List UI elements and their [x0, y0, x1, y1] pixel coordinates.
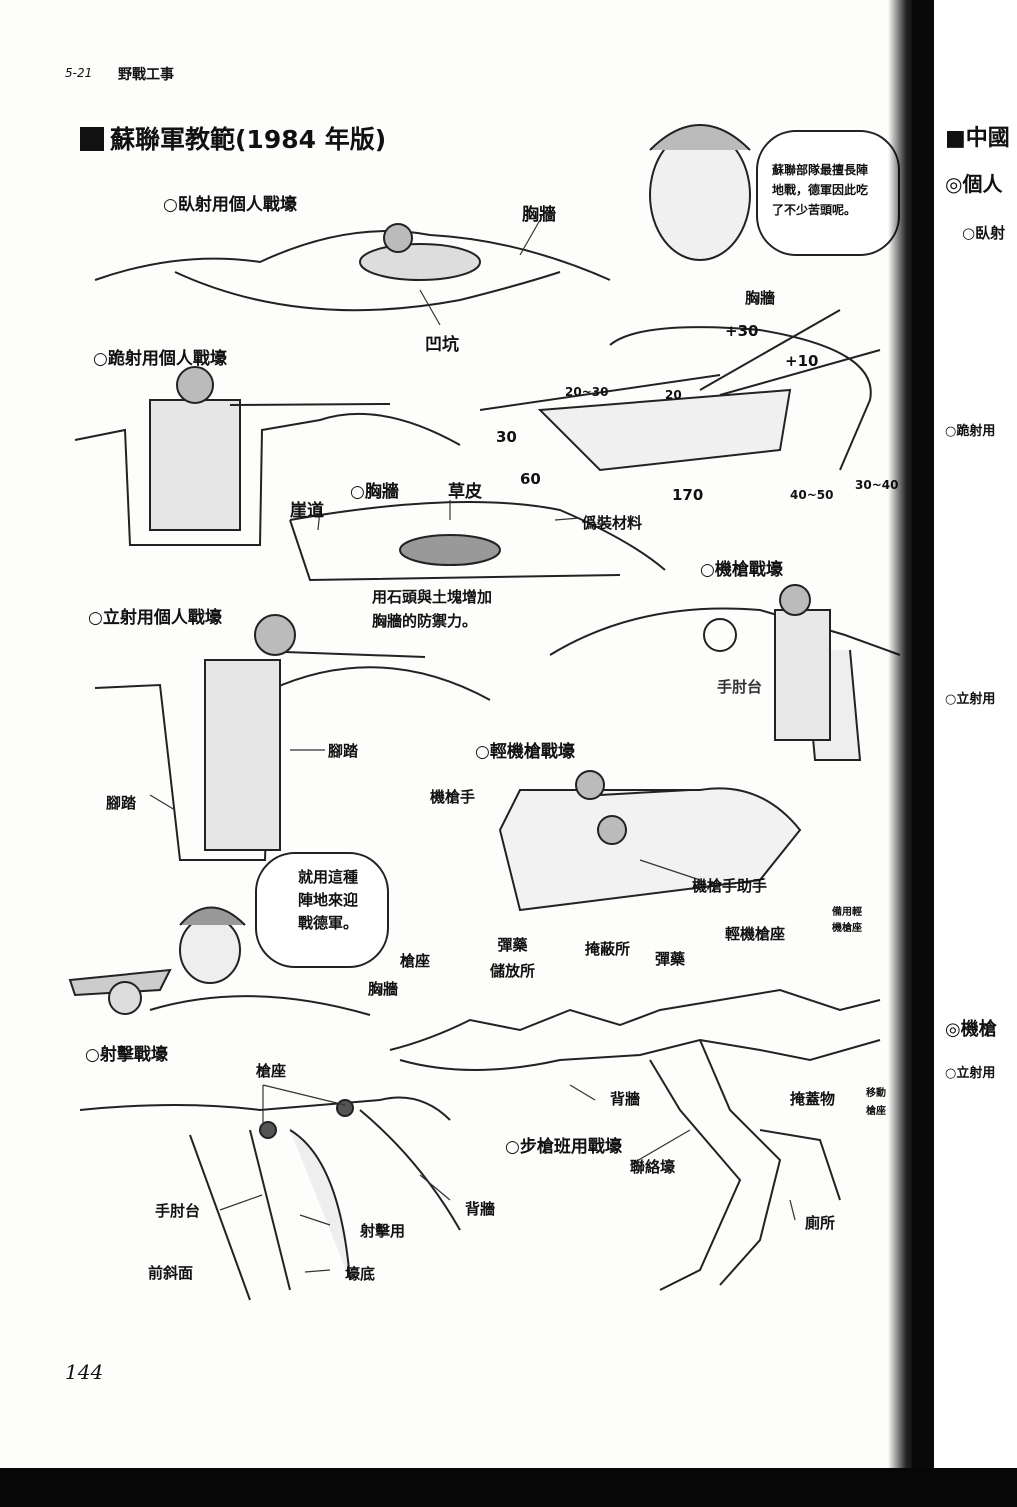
dim-60: 60	[520, 470, 541, 488]
label-spare-lmg: 備用輕 機槍座	[832, 907, 862, 934]
label-comm-trench: 聯絡壕	[630, 1158, 676, 1176]
label-squad-trench: ○步槍班用戰壕	[505, 1137, 622, 1157]
label-mobile-mount: 移動 槍座	[866, 1088, 886, 1117]
latrine-trench	[759, 1129, 841, 1201]
section-number: 5-21	[65, 66, 93, 80]
lmg-trench	[498, 787, 802, 912]
standing-rifle	[284, 651, 426, 658]
label-prone: ○臥射用個人戰壕	[163, 195, 297, 215]
reinforce-note: 用石頭與土塊增加 胸牆的防禦力。	[372, 588, 493, 630]
label-back-wall-2: 背牆	[465, 1200, 496, 1218]
label-back-wall: 背牆	[610, 1090, 641, 1108]
prone-soldier	[359, 243, 481, 281]
label-kneeling: ○跪射用個人戰壕	[93, 349, 227, 369]
mg-trench-ground	[549, 607, 901, 656]
label-firing-trench: ○射擊戰壕	[85, 1045, 168, 1065]
label-parapet-section: ○胸牆	[350, 482, 399, 502]
soldier-speech-text: 就用這種 陣地來迎 戰德軍。	[298, 868, 359, 932]
next-item-4: ○立射用	[945, 1066, 996, 1081]
label-elbow-rest: 手肘台	[155, 1202, 201, 1220]
officer-speech-bubble	[756, 130, 900, 256]
label-trench-floor: 壕底	[345, 1265, 376, 1283]
kneeling-soldier	[149, 399, 241, 531]
dim-plus30: +30	[725, 322, 759, 340]
next-item-1: ○臥射	[962, 224, 1006, 242]
dim-20: 20	[665, 388, 682, 402]
label-latrine: 廁所	[805, 1214, 836, 1232]
firing-trench-top	[79, 1096, 451, 1121]
next-item-3: ○立射用	[945, 692, 996, 707]
emplacement-2	[336, 1099, 354, 1117]
kneeling-trench	[74, 412, 461, 546]
kneeling-helmet	[176, 366, 214, 404]
header-title: 野戰工事	[118, 67, 174, 83]
dim-40-50: 40~50	[790, 488, 834, 502]
spine-gutter	[912, 0, 934, 1507]
label-ammo: 彈藥	[655, 950, 686, 968]
page-number: 144	[65, 1360, 104, 1384]
prone-pit	[174, 271, 561, 312]
dim-arrow-10	[719, 349, 881, 396]
label-parapet-squad: 胸牆	[368, 980, 399, 998]
label-assistant: 機槍手助手	[692, 877, 768, 895]
label-firing-step: 射擊用	[360, 1222, 406, 1240]
soldier-face	[179, 916, 241, 984]
label-cliff: 崖道	[290, 501, 324, 521]
next-item-2: ○跪射用	[945, 424, 996, 439]
standing-soldier	[204, 659, 281, 851]
label-pit: 凹坑	[425, 335, 459, 355]
dim-30: 30	[496, 428, 517, 446]
dim-170: 170	[672, 486, 704, 504]
parapet-section	[289, 501, 666, 571]
next-sub: ◎個人	[945, 172, 1003, 196]
label-parapet-top: 胸牆	[522, 205, 556, 225]
squad-trench-front	[389, 988, 881, 1051]
square-bullet-icon	[80, 127, 104, 151]
mg-soldiers	[774, 609, 831, 741]
label-ammo-store: 彈藥 儲放所	[490, 936, 536, 980]
label-elbow-rest-mg: 手肘台	[717, 678, 763, 696]
kneeling-rifle	[229, 403, 391, 406]
stones	[399, 534, 501, 566]
scan-bottom-edge	[0, 1468, 1017, 1507]
main-heading: 蘇聯軍教範(1984 年版)	[80, 120, 386, 156]
prone-helmet	[383, 223, 413, 253]
label-lmg-mount: 輕機槍座	[725, 925, 786, 943]
label-footstep-right: 腳踏	[328, 742, 359, 760]
standing-trench	[94, 666, 491, 861]
label-gun-emplacement: 槍座	[400, 952, 431, 970]
label-lmg-trench: ○輕機槍戰壕	[475, 742, 575, 762]
mg-wheel	[703, 618, 737, 652]
emplacement-1	[259, 1121, 277, 1139]
dim-plus10: +10	[785, 352, 819, 370]
label-cover: 掩蓋物	[790, 1090, 836, 1108]
label-camouflage: 僞裝材料	[582, 514, 643, 532]
label-shelter: 掩蔽所	[585, 940, 631, 958]
label-footstep-left: 腳踏	[106, 794, 137, 812]
soldier-speech-bubble	[255, 852, 389, 968]
next-heading: ■中國	[945, 126, 1010, 151]
officer-speech-text: 蘇聯部隊最擅長陣 地戰，德軍因此吃 了不少苦頭呢。	[772, 163, 869, 217]
label-turf: 草皮	[448, 482, 482, 502]
dim-arrow-30	[699, 309, 841, 391]
label-gunner: 機槍手	[430, 788, 476, 806]
label-front-slope: 前斜面	[148, 1264, 194, 1282]
standing-helmet	[254, 614, 296, 656]
dim-30-40: 30~40	[855, 478, 899, 492]
prone-trench-ground	[94, 230, 611, 281]
label-mg-trench: ○機槍戰壕	[700, 560, 783, 580]
comm-trench	[649, 1059, 742, 1291]
label-standing: ○立射用個人戰壕	[88, 608, 222, 628]
dim-20-30: 20~30	[565, 385, 609, 399]
label-gun-emplacement-2: 槍座	[256, 1062, 287, 1080]
label-parapet-diag: 胸牆	[745, 289, 776, 307]
trench-plan	[537, 388, 792, 472]
parapet-mound	[609, 326, 872, 471]
next-mg: ◎機槍	[945, 1019, 997, 1040]
